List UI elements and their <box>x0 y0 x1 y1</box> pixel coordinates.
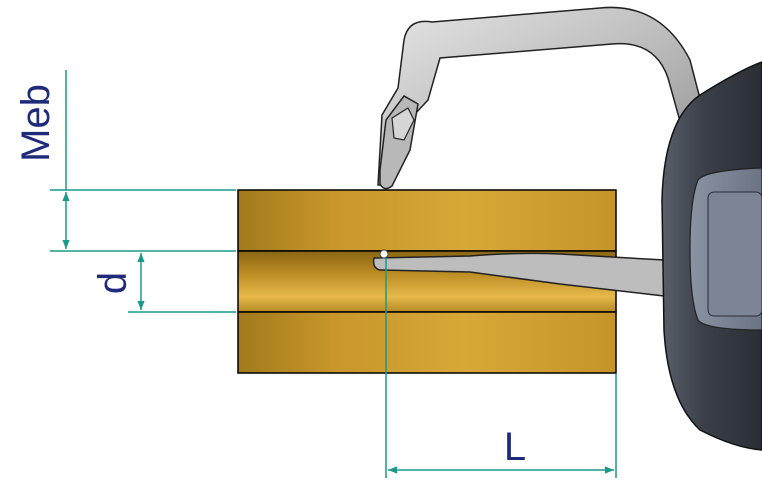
extension-lines <box>50 70 617 478</box>
caliper-gauge-icon <box>372 6 762 451</box>
workpiece-lower-section <box>237 311 617 374</box>
workpiece-upper-section <box>237 189 617 252</box>
caliper-upper-arm <box>377 6 713 186</box>
L-label: L <box>504 425 526 469</box>
d-label: d <box>91 272 135 294</box>
lower-contact-point <box>379 249 389 259</box>
meb-label: Meb <box>14 84 58 162</box>
gauge-display-window <box>707 191 762 317</box>
dimension-arrows <box>62 192 614 474</box>
tip-clamp <box>391 107 415 141</box>
caliper-lower-finger <box>372 252 665 297</box>
